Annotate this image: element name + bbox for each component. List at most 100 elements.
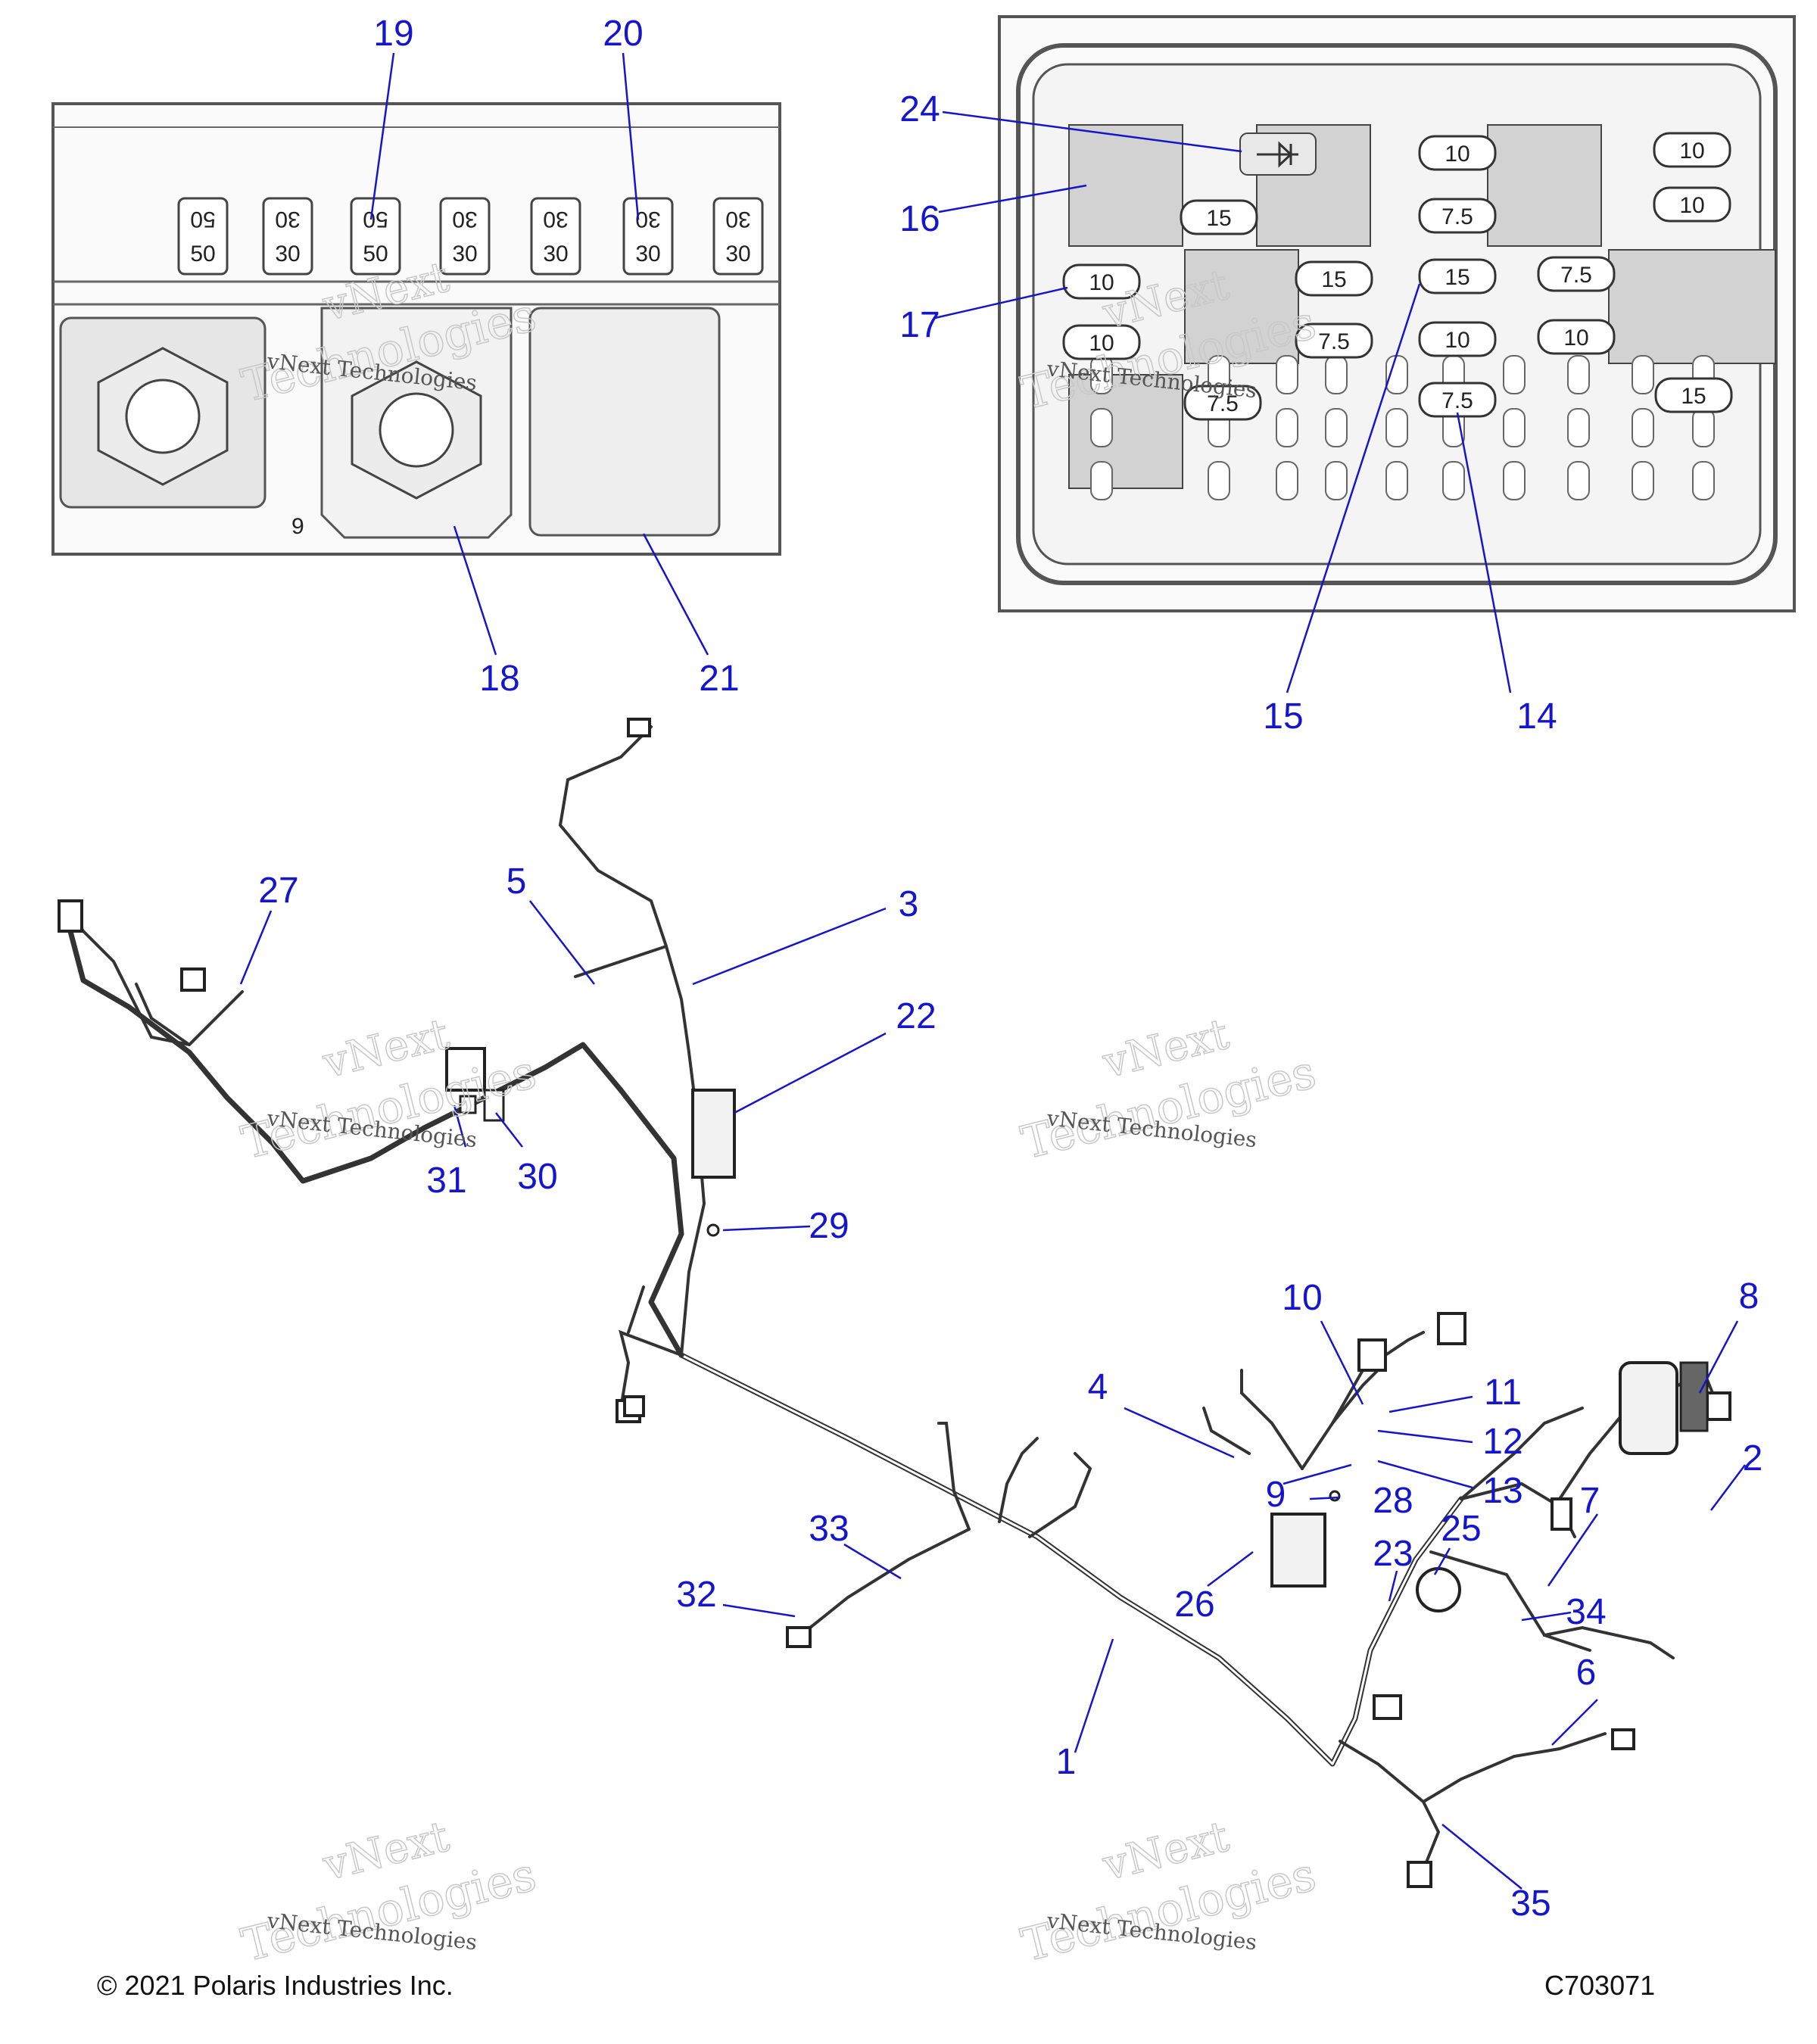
empty-fuse-slot	[1692, 408, 1715, 447]
mini-fuse-2	[1418, 198, 1497, 234]
left-fuse-bottom-label: 30	[543, 241, 568, 266]
left-fuse-top-label: 30	[635, 207, 660, 232]
left-fuse-bottom-label: 50	[190, 241, 215, 266]
mini-fuse-11	[1295, 322, 1373, 359]
callout-4: 4	[1088, 1367, 1108, 1407]
empty-fuse-slot	[1567, 461, 1590, 500]
block-marker: 9	[291, 514, 304, 539]
mini-fuse-6	[1062, 263, 1141, 300]
callout-2: 2	[1743, 1438, 1763, 1478]
callout-9: 9	[1266, 1475, 1286, 1515]
empty-fuse-slot	[1325, 408, 1348, 447]
left-fuse-2	[262, 197, 313, 276]
left-fuse-top-label: 30	[543, 207, 568, 232]
fuse-box-cover	[1619, 1361, 1678, 1455]
screw-29	[706, 1223, 720, 1237]
left-fuse-top-label: 50	[190, 207, 215, 232]
callout-6: 6	[1576, 1653, 1597, 1693]
left-fuse-7	[712, 197, 764, 276]
empty-fuse-slot	[1567, 408, 1590, 447]
mini-fuse-rating: 10	[1445, 142, 1469, 167]
empty-fuse-slot	[1632, 408, 1654, 447]
empty-fuse-slot	[1325, 461, 1348, 500]
empty-fuse-slot	[1632, 355, 1654, 394]
empty-fuse-slot	[1090, 408, 1113, 447]
mini-fuse-3	[1653, 132, 1731, 168]
left-fuse-6	[622, 197, 674, 276]
clip-31	[459, 1095, 477, 1114]
callout-20: 20	[603, 14, 643, 54]
mini-fuse-13	[1062, 324, 1141, 360]
mini-fuse-rating: 7.5	[1441, 388, 1473, 413]
callout-18: 18	[479, 659, 519, 699]
empty-fuse-slot	[1632, 461, 1654, 500]
callout-16: 16	[899, 199, 940, 239]
left-fuse-top-label: 30	[725, 207, 750, 232]
left-fuse-top-label: 30	[275, 207, 300, 232]
mini-fuse-rating: 7.5	[1441, 204, 1473, 229]
callout-26: 26	[1174, 1584, 1214, 1625]
callout-1: 1	[1056, 1742, 1077, 1782]
screw-28	[1329, 1490, 1341, 1502]
left-fuse-bottom-label: 30	[452, 241, 477, 266]
mini-fuse-4	[1653, 186, 1731, 223]
wire-harness-drawing	[58, 718, 1731, 1888]
mini-fuse-rating: 10	[1563, 326, 1588, 351]
empty-fuse-slot	[1208, 461, 1230, 500]
mini-fuse-rating: 10	[1089, 270, 1114, 295]
callout-32: 32	[676, 1575, 716, 1615]
callout-19: 19	[373, 14, 413, 54]
mini-fuse-rating: 10	[1679, 139, 1704, 164]
left-fuse-bottom-label: 50	[363, 241, 388, 266]
empty-fuse-slot	[1692, 461, 1715, 500]
callout-33: 33	[809, 1509, 849, 1549]
mini-fuse-rating: 7.5	[1318, 329, 1350, 354]
mini-fuse-rating: 15	[1321, 267, 1346, 292]
callout-12: 12	[1482, 1422, 1522, 1462]
callout-11: 11	[1484, 1373, 1522, 1413]
callout-31: 31	[426, 1161, 466, 1201]
callout-27: 27	[258, 871, 298, 911]
copyright-notice: © 2021 Polaris Industries Inc.	[97, 1970, 453, 2001]
mini-fuse-1	[1418, 135, 1497, 171]
label-decal	[1679, 1361, 1709, 1432]
relays	[1068, 124, 1776, 489]
callout-22: 22	[896, 996, 936, 1036]
mini-fuse-16	[1654, 377, 1733, 413]
left-fuse-bottom-label: 30	[725, 241, 750, 266]
callout-3: 3	[899, 884, 919, 924]
empty-fuse-slot	[1503, 355, 1526, 394]
battery-post-center	[320, 307, 513, 539]
left-fuse-bottom-label: 30	[635, 241, 660, 266]
callout-17: 17	[899, 305, 940, 345]
left-fuse-3	[350, 197, 401, 276]
left-fuse-top-label: 30	[452, 207, 477, 232]
mini-fuse-8	[1418, 258, 1497, 294]
left-fuse-5	[530, 197, 581, 276]
empty-fuse-slot	[1385, 408, 1408, 447]
callout-10: 10	[1282, 1278, 1322, 1318]
empty-fuse-slot	[1385, 461, 1408, 500]
mini-fuse-12	[1537, 319, 1616, 355]
empty-fuse-slot	[1090, 461, 1113, 500]
callout-5: 5	[506, 862, 527, 902]
diode	[1239, 132, 1317, 176]
mini-fuse-rating: 10	[1089, 331, 1114, 356]
callout-29: 29	[809, 1206, 849, 1246]
callout-28: 28	[1373, 1481, 1413, 1521]
empty-fuse-slot	[1442, 461, 1465, 500]
callout-21: 21	[699, 659, 739, 699]
mini-fuse-rating: 15	[1681, 384, 1706, 409]
callout-23: 23	[1373, 1534, 1413, 1574]
callout-34: 34	[1566, 1592, 1606, 1632]
mini-fuse-rating: 10	[1445, 328, 1469, 353]
drawing-code: C703071	[1544, 1970, 1655, 2001]
callout-35: 35	[1510, 1884, 1551, 1924]
callout-25: 25	[1441, 1509, 1481, 1549]
left-fuse-4	[439, 197, 491, 276]
